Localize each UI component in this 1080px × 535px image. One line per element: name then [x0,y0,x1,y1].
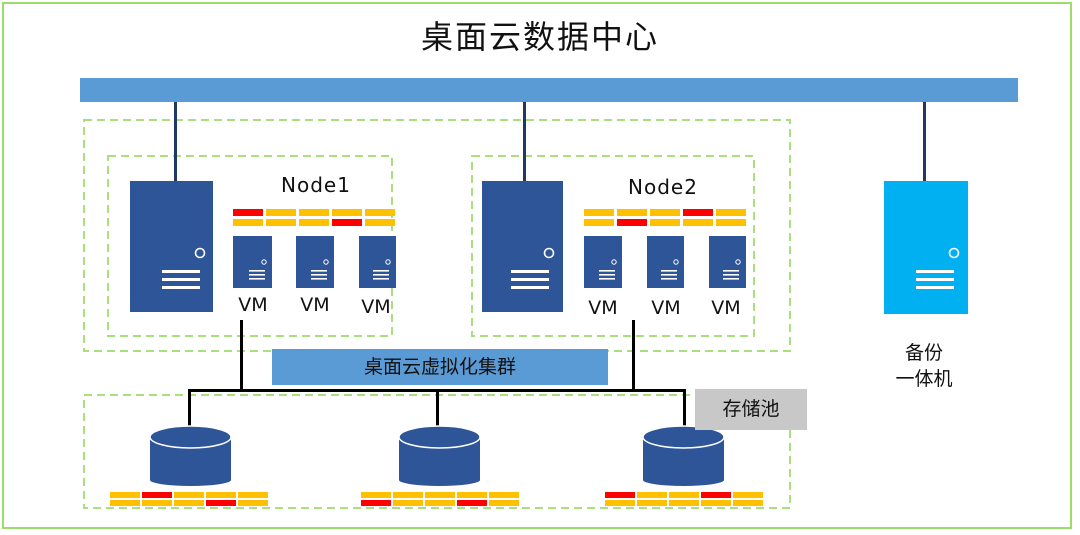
node2-vm2-label: VM [651,297,681,319]
node1-label: Node1 [281,173,351,197]
node2-server-icon [482,181,563,312]
backup-label-line2: 一体机 [895,368,953,390]
node2-vm2-icon [647,236,684,288]
bus-connector-node1 [174,102,177,182]
bus-connector-backup [923,102,926,182]
node1-vm1-icon [233,236,272,288]
virtualization-cluster-label: 桌面云虚拟化集群 [272,349,608,385]
backup-label-line1: 备份 [904,342,943,364]
disk2-icon [398,425,481,486]
disk3-icon [642,425,725,486]
disk1-icon [149,425,232,486]
disk1-status-strip [110,492,268,506]
disk3-status-strip [605,492,763,506]
backup-appliance-label: 备份 一体机 [884,340,964,392]
node2-vm1-icon [584,236,622,288]
node2-vm3-label: VM [711,297,741,319]
storage-connectors [188,320,686,427]
storage-pool-label: 存储池 [695,389,807,430]
node1-vm2-icon [296,236,334,288]
bus-connector-node2 [523,102,526,182]
disk2-status-strip [361,492,519,506]
node1-vm1-label: VM [238,294,268,316]
node2-vm3-icon [709,236,746,288]
backup-server-icon [884,181,968,314]
node1-vm3-icon [359,236,396,288]
node1-vm2-label: VM [300,294,330,316]
node2-dashed-box [471,155,755,337]
node1-dashed-box [107,155,393,337]
network-bus-bar [80,78,1018,102]
node2-status-strip [584,209,746,226]
node2-vm1-label: VM [588,297,618,319]
node1-vm3-label: VM [361,296,391,318]
node1-status-strip [233,209,395,226]
datacenter-frame [2,2,1072,529]
node1-server-icon [130,181,213,312]
diagram-title: 桌面云数据中心 [420,18,659,56]
node2-label: Node2 [628,175,698,199]
